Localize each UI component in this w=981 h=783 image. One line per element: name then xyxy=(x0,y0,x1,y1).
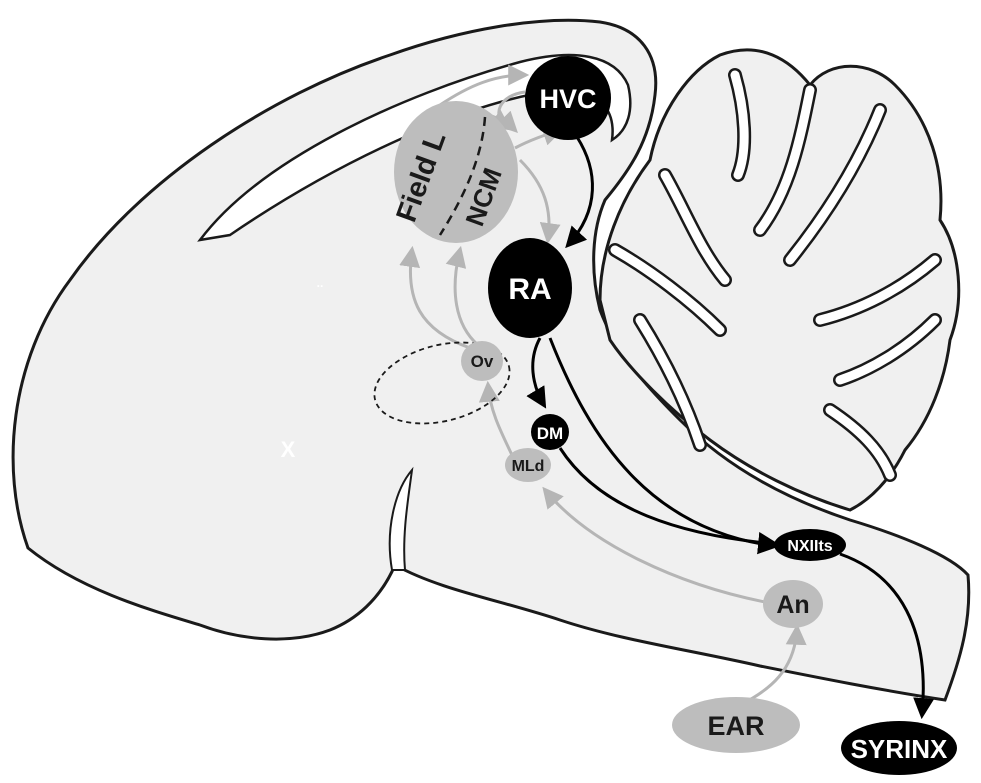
arrow-field-l-to-hvc xyxy=(439,64,530,107)
arrow-ov-to-ncm xyxy=(445,245,479,347)
arrow-nxiits-to-syrinx xyxy=(839,552,935,720)
arrow-dm-to-nxiits xyxy=(558,447,780,553)
ov-label: Ov xyxy=(471,352,494,371)
folium-2-core xyxy=(755,85,815,235)
ov-node xyxy=(461,341,503,381)
arrow-ncm-to-ra xyxy=(518,158,561,245)
an-label: An xyxy=(776,591,809,619)
arrow-ra-to-nxiits xyxy=(548,337,780,555)
folium-3-core xyxy=(785,105,885,265)
hvc-node xyxy=(525,56,611,140)
syrinx-node xyxy=(841,721,957,775)
folium-8-core xyxy=(635,315,705,450)
ra-node xyxy=(488,238,572,338)
faint-x-mark: X xyxy=(281,437,296,462)
ear-node xyxy=(672,697,800,753)
arrow-an-to-mld xyxy=(542,486,766,604)
nxiits-node xyxy=(774,529,846,561)
hvc-label: HVC xyxy=(539,84,596,114)
dm-label: DM xyxy=(537,424,563,443)
arrow-mld-to-ov xyxy=(478,380,514,456)
thalamus-region-outline xyxy=(373,341,511,425)
syrinx-label: SYRINX xyxy=(851,734,948,764)
arrow-ov-to-field-l xyxy=(399,245,471,350)
folium-9-core xyxy=(825,405,895,480)
motor-pathway xyxy=(526,136,935,720)
field-l-ncm-divider xyxy=(438,116,487,236)
nxiits-label: NXIIts xyxy=(787,538,832,555)
faint-dots-mark: .. xyxy=(317,276,324,290)
mld-label: MLd xyxy=(512,458,545,475)
field-l-ncm-region xyxy=(394,101,518,243)
folium-4-core xyxy=(660,170,730,285)
arrow-ra-to-dm xyxy=(526,337,547,409)
ra-label: RA xyxy=(508,273,551,306)
folium-5-core xyxy=(610,245,725,335)
auditory-pathway xyxy=(399,64,807,707)
mld-node xyxy=(505,448,551,482)
cerebellum xyxy=(598,48,961,512)
folium-6-core xyxy=(815,255,940,325)
lower-cleft xyxy=(388,466,414,571)
folium-7-core xyxy=(835,315,940,385)
dm-node xyxy=(531,414,569,450)
an-node xyxy=(763,580,823,628)
arrow-hvc-to-ra xyxy=(565,136,594,249)
ear-label: EAR xyxy=(707,711,764,741)
folium-1-core xyxy=(730,70,749,180)
